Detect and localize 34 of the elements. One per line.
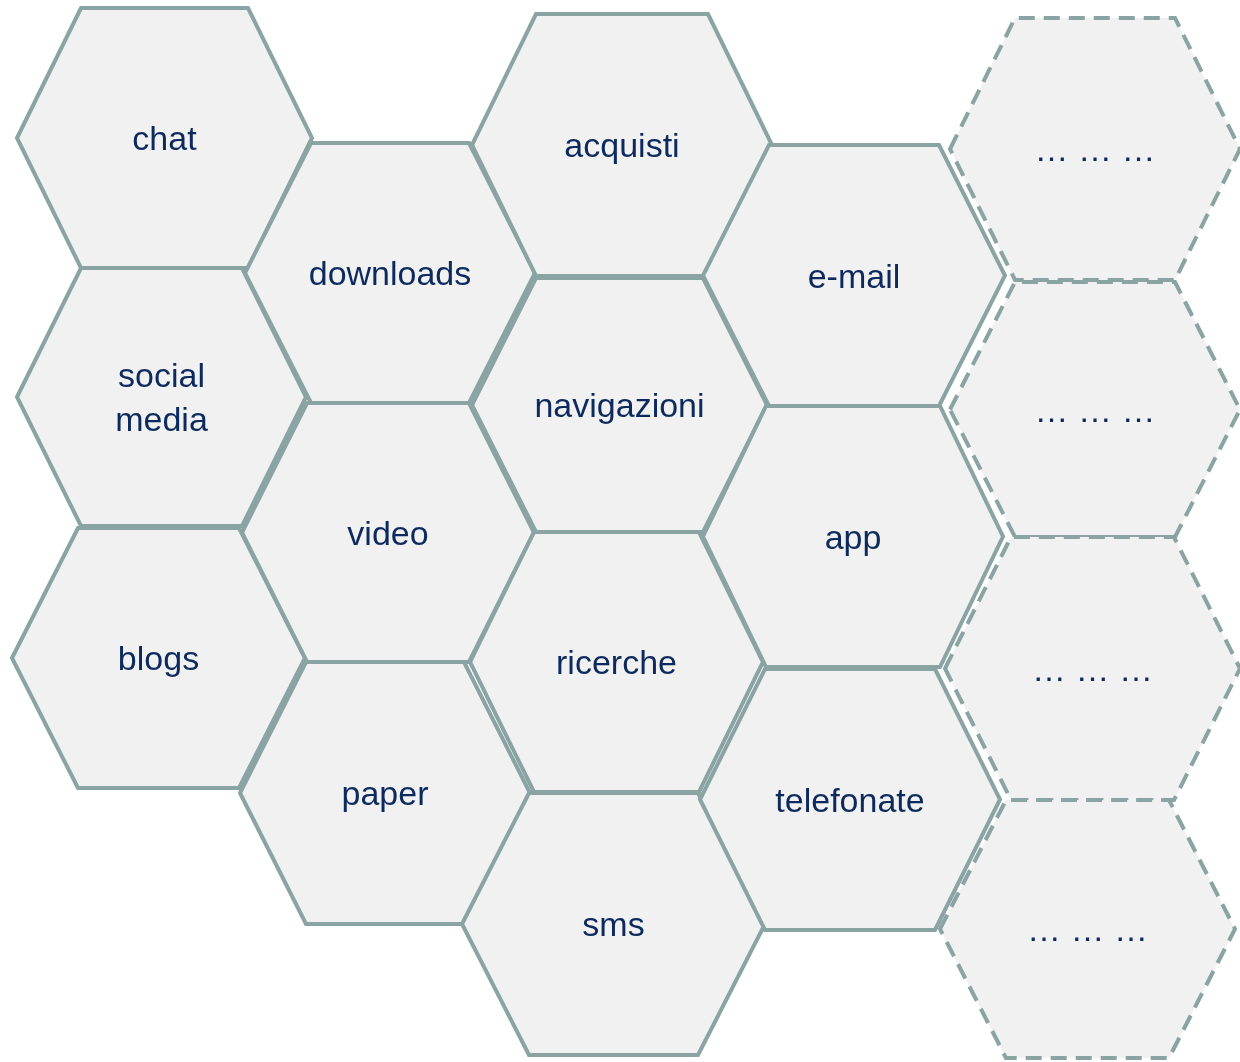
hexagon-label: sms xyxy=(581,903,646,945)
hexagon xyxy=(472,278,767,532)
hexagon-label: telefonate xyxy=(774,779,926,821)
dashed-hexagon xyxy=(950,18,1240,280)
hexagon xyxy=(17,8,312,268)
dashed-hexagon xyxy=(940,800,1235,1058)
hexagon-label: … … … xyxy=(1033,389,1157,431)
hexagon-label: e-mail xyxy=(806,255,902,297)
hexagon-label: … … … xyxy=(1033,128,1157,170)
hexagon xyxy=(240,662,530,924)
hexagon xyxy=(700,669,1000,930)
hexagon xyxy=(242,403,534,662)
hexagon xyxy=(472,14,772,276)
hexagon-label: chat xyxy=(131,117,198,159)
hexagon-label: blogs xyxy=(116,637,201,679)
hexagon xyxy=(12,528,305,788)
hexagon xyxy=(17,268,306,526)
hexagon-label: … … … xyxy=(1031,648,1154,690)
hexagon-label: acquisti xyxy=(563,124,681,166)
hexagon xyxy=(470,532,763,792)
hexagon-label: social media xyxy=(114,354,209,440)
hexagon-label: video xyxy=(346,512,430,554)
hexagon-label: app xyxy=(823,516,883,558)
hexagon xyxy=(245,143,535,403)
hexagon xyxy=(703,145,1005,406)
hexagon-label: ricerche xyxy=(555,641,678,683)
hexagon-label: paper xyxy=(340,772,430,814)
dashed-hexagon xyxy=(950,282,1240,537)
hexagon-label: downloads xyxy=(307,252,473,294)
hexagon-label: navigazioni xyxy=(533,384,706,426)
hexagon-label: … … … xyxy=(1026,908,1149,950)
hexagon xyxy=(703,406,1003,667)
dashed-hexagon xyxy=(945,537,1240,800)
hexagon xyxy=(462,793,765,1055)
